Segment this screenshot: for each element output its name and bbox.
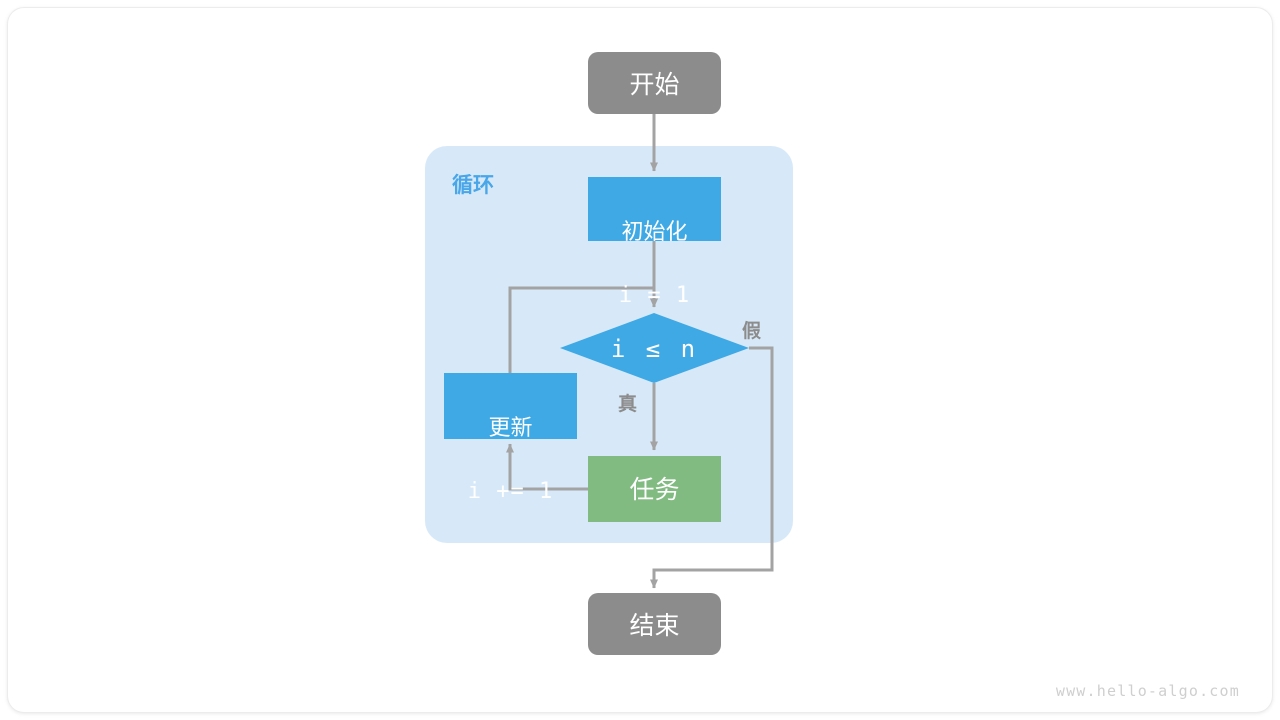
edge-update-to-condition — [508, 286, 658, 373]
watermark: www.hello-algo.com — [1055, 682, 1240, 700]
loop-container-title: 循环 — [452, 174, 494, 197]
node-end[interactable] — [588, 593, 721, 655]
node-init[interactable] — [588, 177, 721, 241]
node-task[interactable] — [588, 456, 721, 522]
edge-label-false: 假 — [742, 320, 762, 342]
node-start[interactable] — [588, 52, 721, 114]
edge-condition-to-end — [650, 346, 774, 589]
edge-label-true: 真 — [618, 393, 638, 415]
node-condition[interactable] — [560, 313, 749, 383]
edge-task-to-update — [506, 443, 588, 491]
node-update[interactable] — [444, 373, 577, 439]
